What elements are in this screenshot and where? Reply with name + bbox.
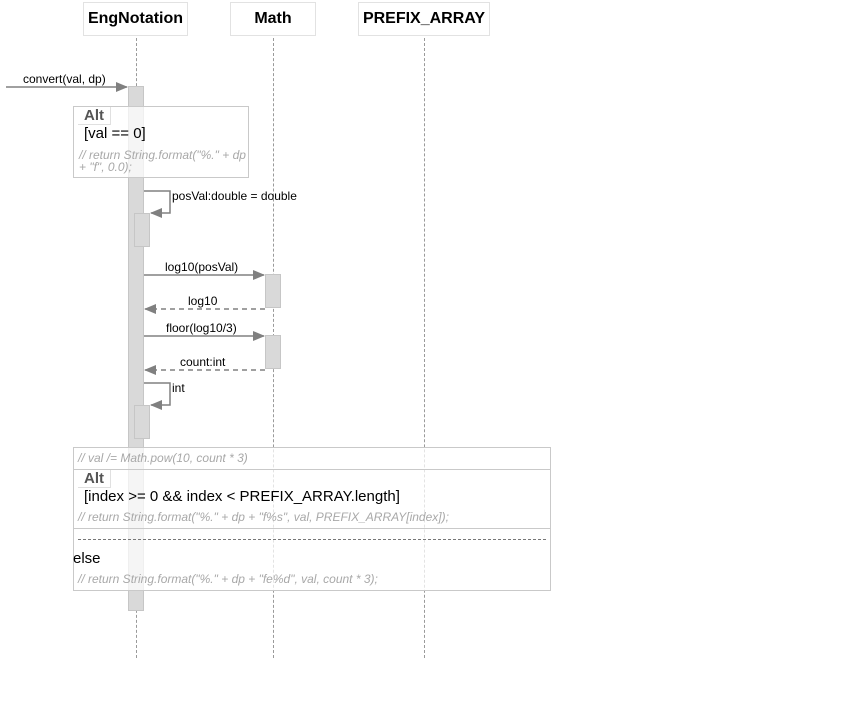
alt-frame-val-zero[interactable]: Alt [val == 0] // return String.format("… xyxy=(73,106,249,178)
alt2-divider xyxy=(74,528,550,529)
alt2-guard: [index >= 0 && index < PREFIX_ARRAY.leng… xyxy=(84,488,400,505)
activation-math-floor[interactable] xyxy=(265,335,281,369)
alt-comment: // return String.format("%." + dp + "f",… xyxy=(79,148,246,174)
alt-frame-tag: Alt xyxy=(78,107,111,125)
alt-guard: [val == 0] xyxy=(84,125,146,142)
outer-divider xyxy=(74,469,550,470)
label-int-self: int xyxy=(172,381,185,395)
else-comment: // return String.format("%." + dp + "fe%… xyxy=(78,572,378,586)
participant-engnotation[interactable]: EngNotation xyxy=(83,2,188,36)
alt2-comment: // return String.format("%." + dp + "f%s… xyxy=(78,510,449,524)
activation-engnotation-self-2[interactable] xyxy=(134,405,150,439)
else-label: else xyxy=(73,550,101,567)
lifeline-prefix-array xyxy=(424,38,425,658)
activation-math-log10[interactable] xyxy=(265,274,281,308)
activation-engnotation-self-1[interactable] xyxy=(134,213,150,247)
label-floor-call: floor(log10/3) xyxy=(166,321,237,335)
label-convert: convert(val, dp) xyxy=(23,72,106,86)
label-log10-call: log10(posVal) xyxy=(165,260,239,274)
label-log10-return: log10 xyxy=(188,294,218,308)
arrow-int-self xyxy=(144,382,171,410)
outer-comment: // val /= Math.pow(10, count * 3) xyxy=(78,451,248,465)
else-separator xyxy=(78,539,546,540)
label-count-return: count:int xyxy=(180,355,226,369)
participant-prefix-array[interactable]: PREFIX_ARRAY xyxy=(358,2,490,36)
alt2-frame-tag: Alt xyxy=(78,470,111,488)
label-posval: posVal:double = double xyxy=(172,189,297,203)
arrow-posval-self xyxy=(144,190,171,218)
participant-math[interactable]: Math xyxy=(230,2,316,36)
outer-frame[interactable]: // val /= Math.pow(10, count * 3) Alt [i… xyxy=(73,447,551,591)
